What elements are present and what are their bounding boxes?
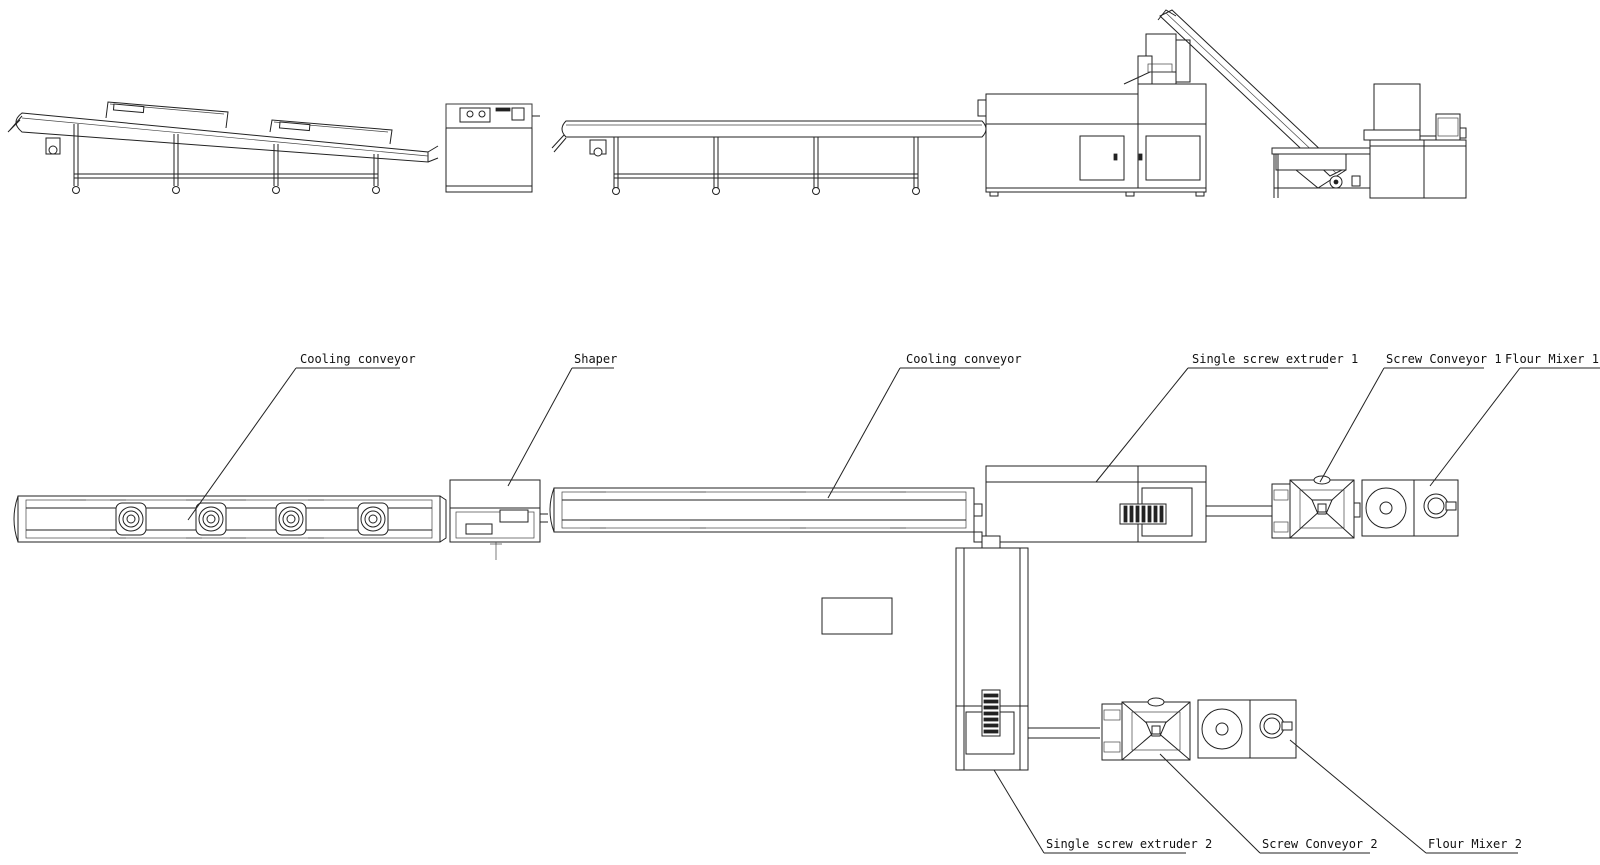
fan-icon — [115, 502, 147, 536]
elevation-extruder — [977, 33, 1207, 197]
elevation-screw-conveyor — [1157, 9, 1383, 198]
fan-icon — [275, 502, 307, 536]
plan-shaper — [449, 479, 548, 560]
plan-cooling-conveyor-mid — [549, 487, 983, 543]
label-flour-mixer-1: Flour Mixer 1 — [1505, 352, 1599, 366]
label-single-screw-extruder-2: Single screw extruder 2 — [1046, 837, 1212, 851]
elevation-cooling-conveyor-mid — [551, 120, 987, 195]
plan-flour-mixer-2 — [1197, 699, 1297, 759]
label-screw-conveyor-2: Screw Conveyor 2 — [1262, 837, 1378, 851]
elevation-cooling-conveyor-left — [7, 101, 439, 194]
label-shaper: Shaper — [574, 352, 617, 366]
fan-icon — [195, 502, 227, 536]
fan-icon — [357, 502, 389, 536]
plan-extruder-2 — [955, 535, 1100, 771]
label-cooling-conveyor-left: Cooling conveyor — [300, 352, 416, 366]
label-cooling-conveyor-mid: Cooling conveyor — [906, 352, 1022, 366]
elevation-shaper — [445, 103, 540, 193]
label-single-screw-extruder-1: Single screw extruder 1 — [1192, 352, 1358, 366]
plan-screw-conveyor-2 — [1101, 697, 1191, 761]
plan-flour-mixer-1 — [1361, 479, 1459, 537]
callout-leaders — [187, 367, 1600, 854]
plan-extruder-1 — [985, 465, 1272, 543]
elevation-flour-mixer — [1363, 83, 1467, 199]
plan-screw-conveyor-1 — [1271, 475, 1361, 539]
plan-view — [13, 465, 1459, 771]
elevation-view — [7, 9, 1467, 199]
control-panel-box — [821, 597, 893, 635]
label-flour-mixer-2: Flour Mixer 2 — [1428, 837, 1522, 851]
label-screw-conveyor-1: Screw Conveyor 1 — [1386, 352, 1502, 366]
plan-cooling-conveyor-left — [13, 495, 447, 543]
labels: Cooling conveyor Shaper Cooling conveyor… — [300, 352, 1599, 851]
